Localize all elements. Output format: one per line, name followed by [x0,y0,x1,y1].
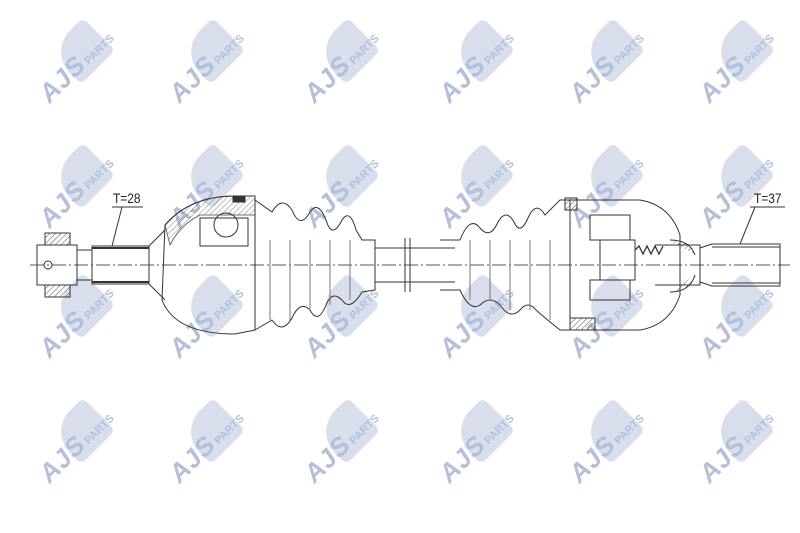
leader-right [739,206,785,245]
shaft [375,238,455,292]
outer-cv-joint [161,195,256,335]
outer-boot [254,199,376,331]
spline-count-right: T=37 [754,190,782,206]
spline-count-left: T=28 [113,190,141,206]
leader-left [111,206,143,247]
left-stub-axle [36,229,166,301]
right-stub-axle [699,243,781,287]
inner-tripod-joint [564,197,701,331]
